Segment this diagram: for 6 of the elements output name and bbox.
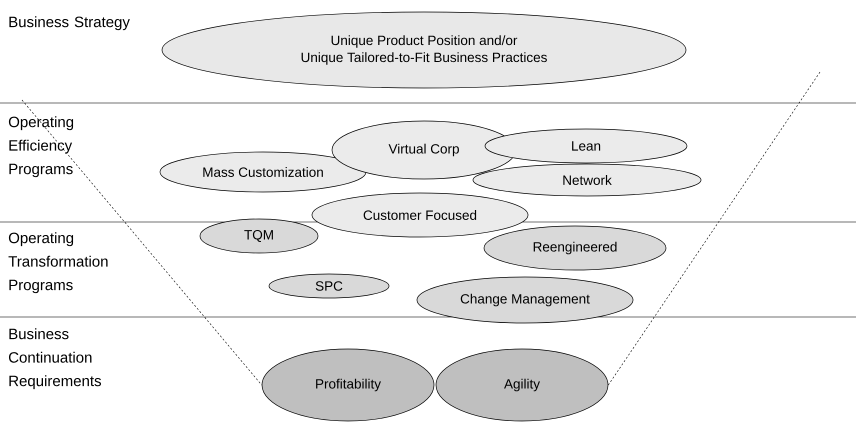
row-label: Operating Transformation Programs	[8, 232, 108, 294]
dashed-line	[608, 72, 820, 386]
dashed-line	[22, 100, 262, 386]
row-label: Operating Efficiency Programs	[8, 116, 74, 178]
row-label: Business Continuation Requirements	[8, 328, 101, 390]
row-label: Business Strategy	[9, 16, 130, 30]
